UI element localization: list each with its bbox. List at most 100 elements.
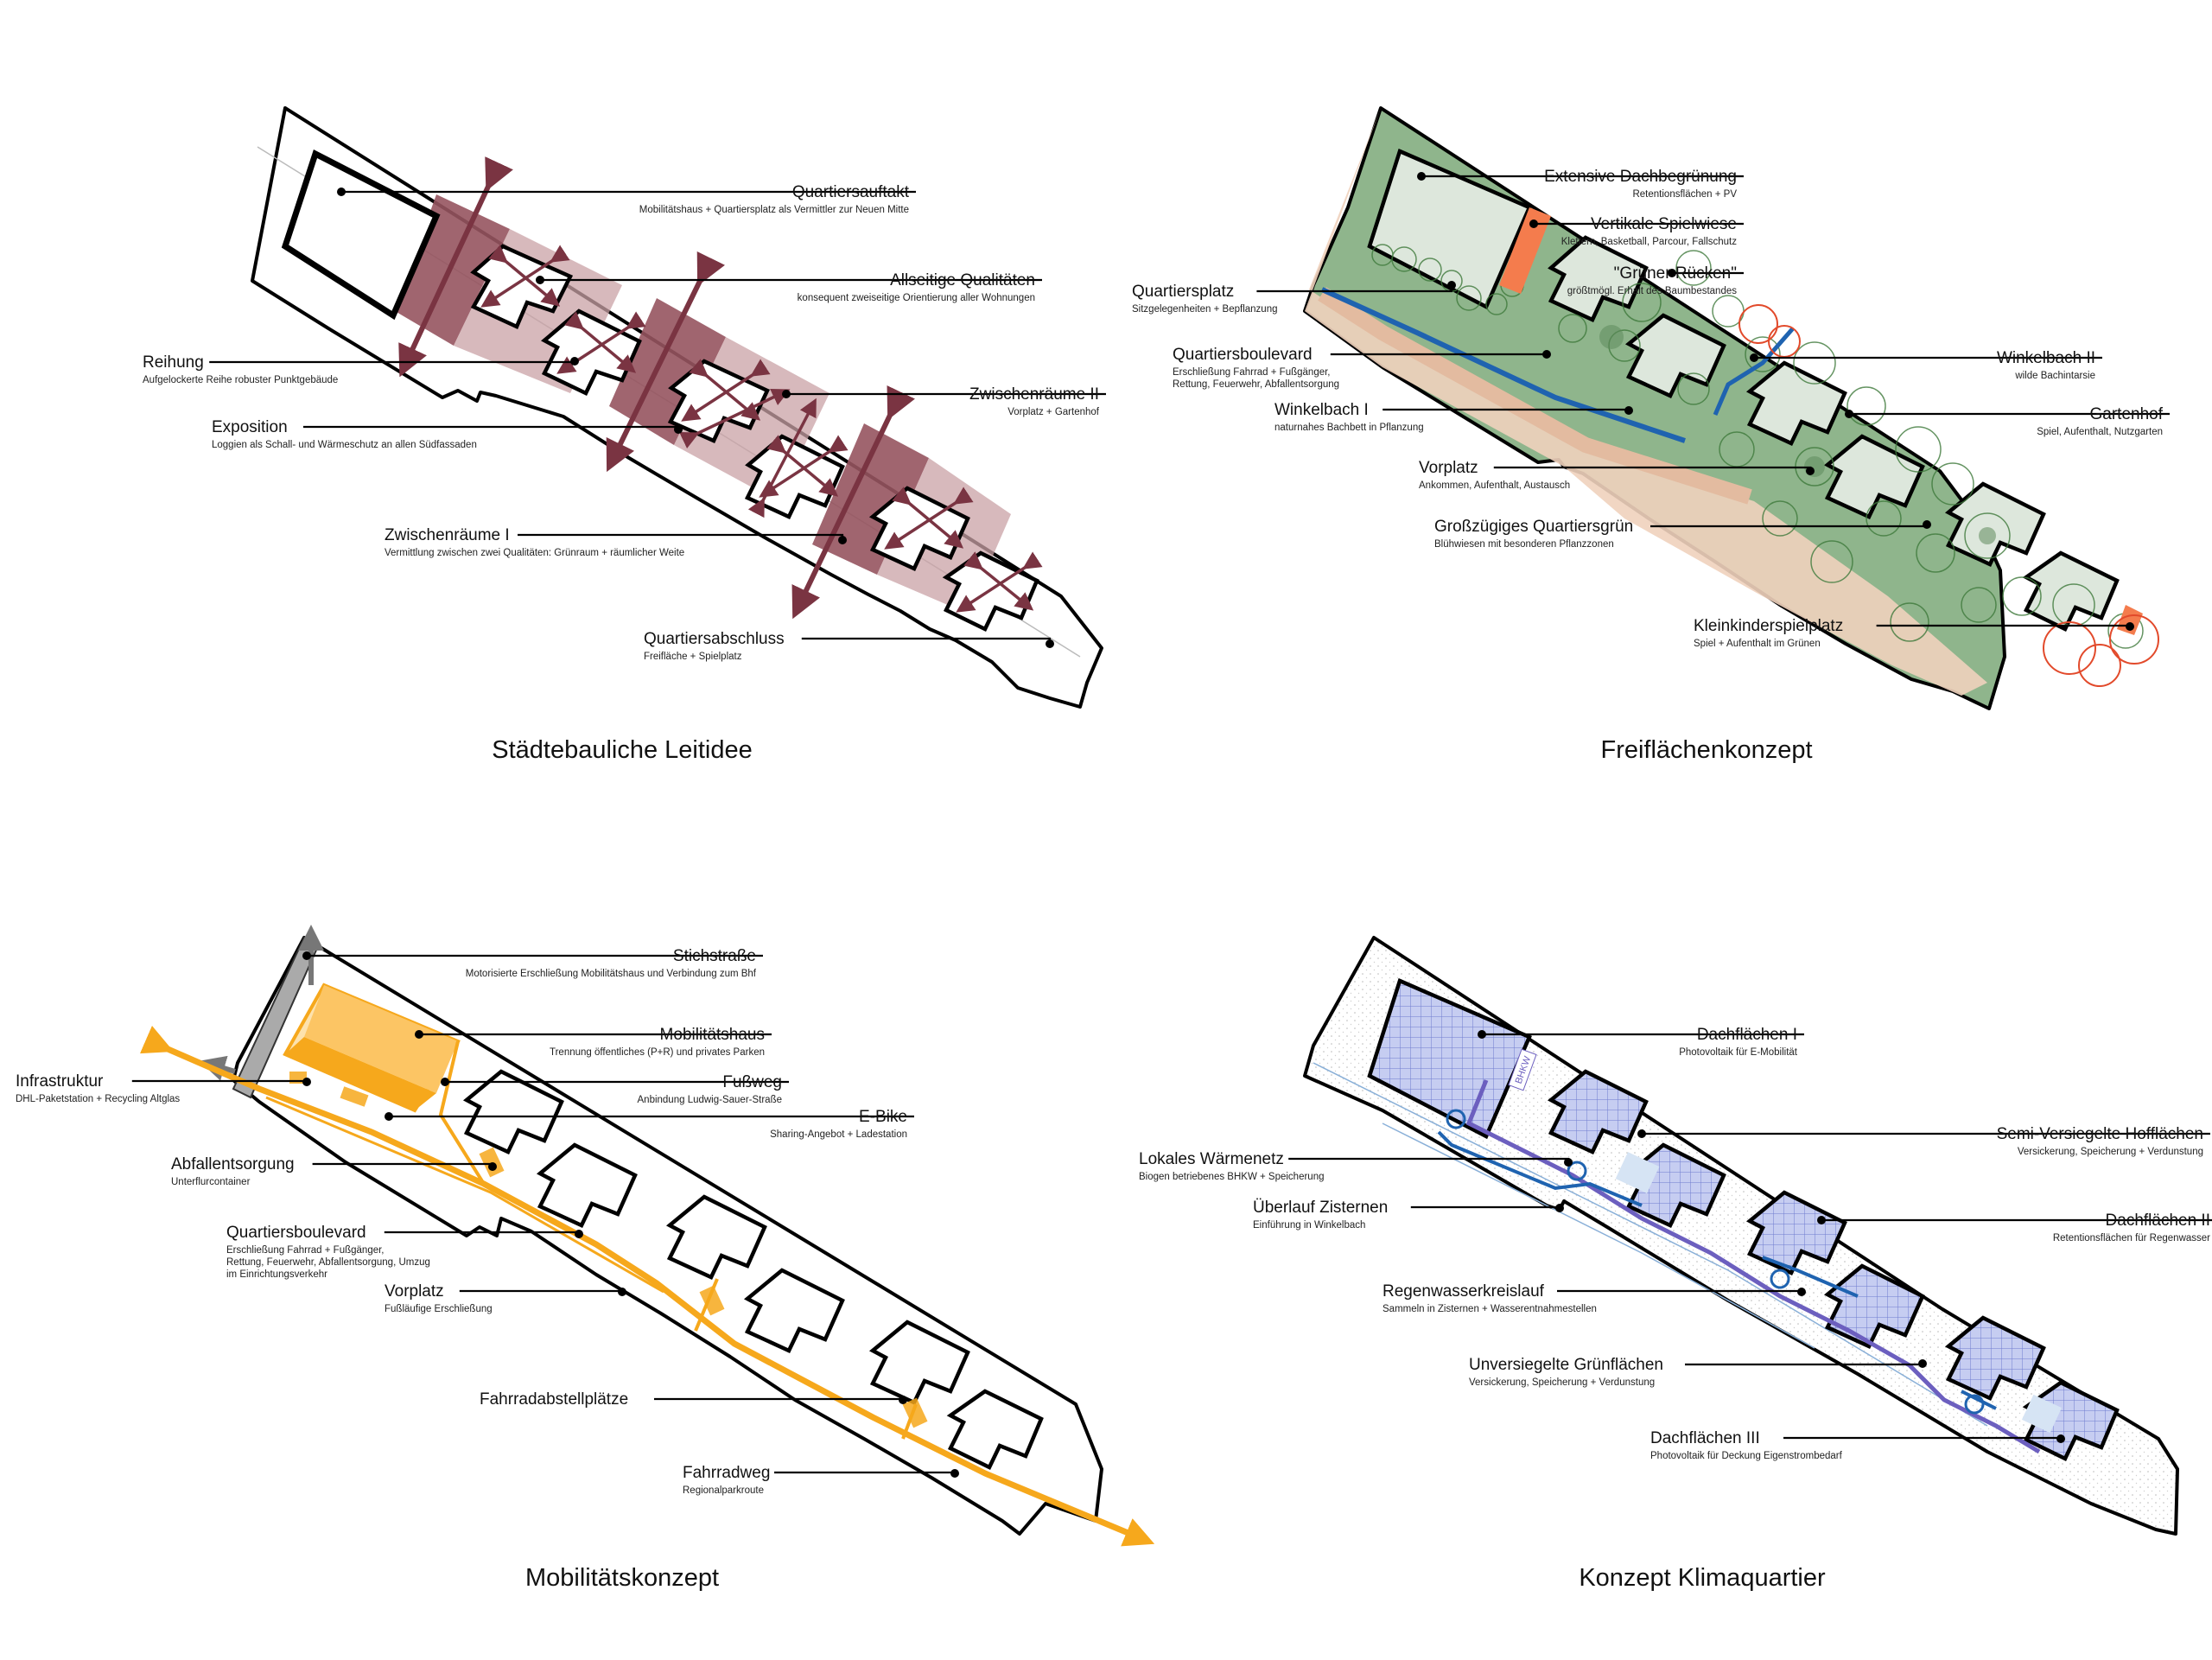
label-subtitle: Anbindung Ludwig-Sauer-Straße	[638, 1095, 783, 1105]
leader-dot	[1923, 520, 1931, 529]
kleinkinderspielplatz	[2117, 605, 2143, 635]
label-subtitle: Sharing-Angebot + Ladestation	[770, 1129, 907, 1140]
label-title: Quartiersauftakt	[792, 183, 910, 201]
label-title: Lokales Wärmenetz	[1139, 1150, 1284, 1168]
label-subtitle: Fußläufige Erschließung	[385, 1304, 493, 1314]
label-title: Stichstraße	[673, 947, 756, 965]
leader-line	[1783, 1436, 2063, 1440]
leader-dot	[1668, 269, 1676, 277]
arrow	[398, 156, 513, 378]
label-subtitle: Trennung öffentliches (P+R) und privates…	[550, 1047, 765, 1058]
label-title: Vertikale Spielwiese	[1591, 215, 1737, 233]
label-title: Überlauf Zisternen	[1253, 1199, 1388, 1217]
label-title: Winkelbach II	[1997, 349, 2095, 367]
leader-dot	[1417, 172, 1426, 181]
label-subtitle: Photovoltaik für E-Mobilität	[1679, 1047, 1798, 1058]
leader-dot	[2056, 1434, 2065, 1443]
pv-roof	[1367, 977, 1532, 1140]
label-subtitle: naturnahes Bachbett in Pflanzung	[1274, 423, 1424, 433]
leader-line	[209, 360, 576, 364]
label-title: Quartiersplatz	[1132, 283, 1234, 301]
label-title: Zwischenräume I	[385, 526, 510, 544]
label-title: Regenwasserkreislauf	[1382, 1282, 1545, 1301]
label-subtitle: Vorplatz + Gartenhof	[1007, 407, 1100, 417]
leader-dot	[1624, 406, 1633, 415]
leader-dot	[536, 276, 544, 284]
leader-dot	[618, 1288, 626, 1296]
leader-dot	[1555, 1204, 1564, 1212]
leader-dot	[488, 1162, 497, 1171]
annotation: Extensive DachbegrünungRetentionsflächen…	[1417, 168, 1744, 200]
leader-dot	[782, 390, 791, 398]
e-bike	[340, 1086, 369, 1107]
leader-line	[459, 1289, 624, 1293]
label-subtitle: Rettung, Feuerwehr, Abfallentsorgung, Um…	[226, 1257, 430, 1268]
label-title: Quartiersabschluss	[644, 630, 785, 648]
leader-dot	[1817, 1216, 1826, 1224]
label-subtitle: wilde Bachintarsie	[2014, 371, 2095, 381]
label-subtitle: Motorisierte Erschließung Mobilitätshaus…	[466, 969, 757, 979]
arrow	[884, 487, 974, 550]
label-subtitle: Photovoltaik für Deckung Eigenstrombedar…	[1650, 1451, 1843, 1461]
building-roof	[1548, 235, 1649, 322]
label-title: Vorplatz	[1419, 459, 1478, 477]
label-subtitle: Einführung in Winkelbach	[1253, 1220, 1365, 1231]
path-band	[1305, 108, 1987, 696]
label-subtitle: Sammeln in Zisternen + Wasserentnahmeste…	[1382, 1304, 1597, 1314]
leader-dot	[1637, 1129, 1646, 1138]
zisterne	[1567, 1161, 1587, 1181]
label-subtitle: im Einrichtungsverkehr	[226, 1269, 327, 1280]
label-title: Winkelbach I	[1274, 401, 1369, 419]
panel-leitidee	[251, 106, 1103, 709]
label-subtitle: Ankommen, Aufenthalt, Austausch	[1419, 480, 1570, 491]
building-roof	[1944, 481, 2046, 567]
leader-dot	[1564, 1158, 1573, 1167]
label-title: Semi-Versiegelte Hofflächen	[1997, 1125, 2203, 1143]
panel-title-klima: Konzept Klimaquartier	[1579, 1564, 1826, 1592]
label-title: Fußweg	[722, 1073, 782, 1091]
label-subtitle: Biogen betriebenes BHKW + Speicherung	[1139, 1172, 1324, 1182]
label-subtitle: Retentionsflächen für Regenwasser	[2053, 1233, 2210, 1243]
winkelbach-1	[1320, 287, 1686, 443]
panel-title-mobilitaet: Mobilitätskonzept	[525, 1564, 719, 1592]
leader-dot	[575, 1230, 583, 1238]
label-subtitle: Klettern, Basketball, Parcour, Fallschut…	[1561, 237, 1738, 247]
zisterne	[1964, 1394, 1985, 1415]
arrow	[956, 551, 1043, 613]
label-subtitle: Freifläche + Spielplatz	[644, 652, 742, 662]
label-title: Unversiegelte Grünflächen	[1469, 1356, 1663, 1374]
fahrradweg	[139, 1025, 1155, 1547]
panel-mobilitaet	[139, 925, 1155, 1547]
zisterne	[1770, 1269, 1790, 1289]
pv-roof	[1944, 1315, 2046, 1401]
annotation: Fahrradabstellplätze	[480, 1390, 907, 1409]
label-subtitle: DHL-Paketstation + Recycling Altglas	[16, 1094, 180, 1104]
panel-klima: BHKW	[1303, 936, 2179, 1536]
annotation: Winkelbach II wilde Bachintarsie	[1750, 349, 2102, 381]
label-subtitle: Spiel, Aufenthalt, Nutzgarten	[2037, 427, 2163, 437]
label-title: "Grüner Rücken"	[1614, 264, 1737, 283]
label-subtitle: Blühwiesen mit besonderen Pflanzzonen	[1434, 539, 1614, 550]
label-title: Extensive Dachbegrünung	[1544, 168, 1737, 186]
label-subtitle: größtmögl. Erhalt des Baumbestandes	[1567, 286, 1737, 296]
label-title: Gartenhof	[2090, 405, 2164, 423]
